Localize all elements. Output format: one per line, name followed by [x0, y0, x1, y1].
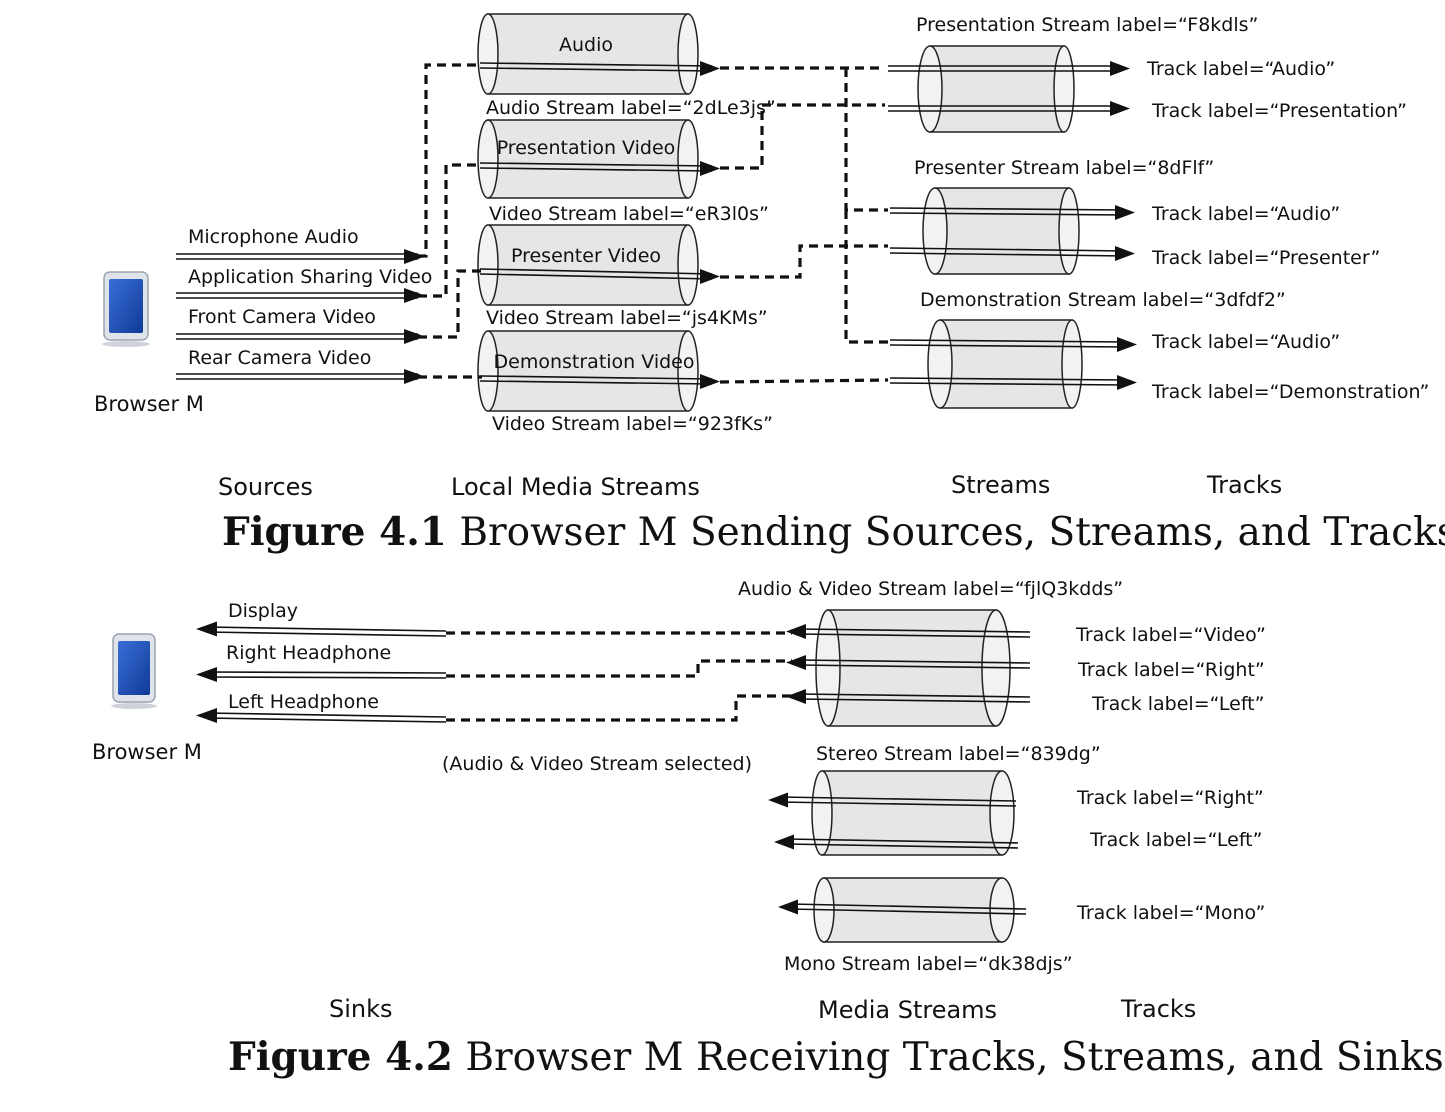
browser-label: Browser M	[92, 740, 202, 764]
local-stream-label-presenter: Video Stream label=“js4KMs”	[486, 307, 768, 329]
source-label-rear-camera: Rear Camera Video	[188, 347, 371, 369]
track-label-presenter-audio: Track label=“Audio”	[1151, 203, 1340, 225]
track-label-av-left: Track label=“Left”	[1091, 693, 1264, 715]
track-label-presenter-presenter: Track label=“Presenter”	[1151, 247, 1380, 269]
audio-video-track-arrows	[786, 624, 1031, 704]
local-stream-cylinder-audio	[477, 13, 699, 95]
track-label-demonstration-audio: Track label=“Audio”	[1151, 331, 1340, 353]
tablet-icon	[102, 271, 150, 347]
stream-label-audio-video: Audio & Video Stream label=“fjlQ3kdds”	[738, 578, 1123, 600]
figure-title-text: Browser M Receiving Tracks, Streams, and…	[453, 1035, 1444, 1080]
stream-cylinder-demonstration	[927, 319, 1083, 409]
track-label-demonstration-demonstration: Track label=“Demonstration”	[1151, 381, 1429, 403]
source-arrows	[176, 249, 425, 384]
sink-label-left-headphone: Left Headphone	[228, 691, 379, 713]
figure-title: Figure 4.1 Browser M Sending Sources, St…	[222, 509, 1445, 555]
track-label-stereo-left: Track label=“Left”	[1089, 829, 1262, 851]
local-stream-cylinder-presentation	[477, 119, 699, 199]
mono-track-arrow	[778, 899, 1027, 915]
figure-4-2: Browser M Display Right Headphone Left H…	[92, 578, 1444, 1080]
sink-label-display: Display	[228, 600, 298, 622]
stream-label-demonstration: Demonstration Stream label=“3dfdf2”	[920, 289, 1286, 311]
sink-label-right-headphone: Right Headphone	[226, 642, 391, 664]
stream-cylinder-presenter	[922, 187, 1080, 275]
local-track-lines	[479, 61, 720, 389]
local-stream-cylinder-presenter	[477, 224, 699, 306]
track-label-stereo-right: Track label=“Right”	[1076, 787, 1264, 809]
local-stream-cylinder-demonstration	[477, 330, 699, 412]
track-label-av-right: Track label=“Right”	[1077, 659, 1265, 681]
source-label-application-sharing: Application Sharing Video	[188, 266, 432, 288]
track-label-av-video: Track label=“Video”	[1075, 624, 1266, 646]
figure-number: Figure 4.2	[228, 1034, 453, 1080]
caption-tracks: Tracks	[1120, 995, 1196, 1023]
track-label-presentation-presentation: Track label=“Presentation”	[1151, 100, 1407, 122]
caption-media-streams: Media Streams	[818, 996, 997, 1024]
figure-title-text: Browser M Sending Sources, Streams, and …	[447, 510, 1445, 555]
caption-local-media-streams: Local Media Streams	[451, 473, 700, 501]
track-label-mono: Track label=“Mono”	[1076, 902, 1265, 924]
selected-stream-note: (Audio & Video Stream selected)	[442, 753, 752, 775]
stream-label-presentation: Presentation Stream label=“F8kdls”	[916, 14, 1258, 36]
local-stream-label-presentation: Video Stream label=“eR3l0s”	[489, 203, 769, 225]
local-stream-name-demonstration: Demonstration Video	[494, 351, 695, 373]
stereo-track-arrows	[768, 792, 1019, 850]
local-stream-name-presenter: Presenter Video	[511, 245, 661, 267]
stream-label-mono: Mono Stream label=“dk38djs”	[784, 953, 1073, 975]
stream-to-sink-routes	[446, 631, 792, 722]
caption-sources: Sources	[218, 473, 313, 501]
local-stream-label-demonstration: Video Stream label=“923fKs”	[492, 413, 773, 435]
local-stream-label-audio: Audio Stream label=“2dLe3js”	[486, 97, 776, 119]
caption-sinks: Sinks	[329, 995, 393, 1023]
browser-label: Browser M	[94, 392, 204, 416]
source-label-front-camera: Front Camera Video	[188, 306, 376, 328]
stream-track-arrows	[888, 61, 1137, 390]
local-stream-name-presentation: Presentation Video	[497, 137, 676, 159]
stream-label-presenter: Presenter Stream label=“8dFlf”	[914, 157, 1214, 179]
stream-cylinder-presentation	[917, 45, 1075, 133]
figure-title: Figure 4.2 Browser M Receiving Tracks, S…	[228, 1034, 1444, 1080]
local-to-stream-routes	[719, 66, 889, 384]
stream-label-stereo: Stereo Stream label=“839dg”	[816, 743, 1101, 765]
figure-4-1: Browser M Microphone Audio Application S…	[94, 13, 1445, 555]
source-to-local-routes	[418, 63, 482, 379]
local-stream-name-audio: Audio	[559, 34, 613, 56]
track-label-presentation-audio: Track label=“Audio”	[1146, 58, 1335, 80]
caption-tracks: Tracks	[1206, 471, 1282, 499]
figure-number: Figure 4.1	[222, 509, 447, 555]
source-label-microphone: Microphone Audio	[188, 226, 359, 248]
sink-arrows	[196, 621, 447, 723]
tablet-icon	[111, 633, 157, 709]
caption-streams: Streams	[951, 471, 1050, 499]
